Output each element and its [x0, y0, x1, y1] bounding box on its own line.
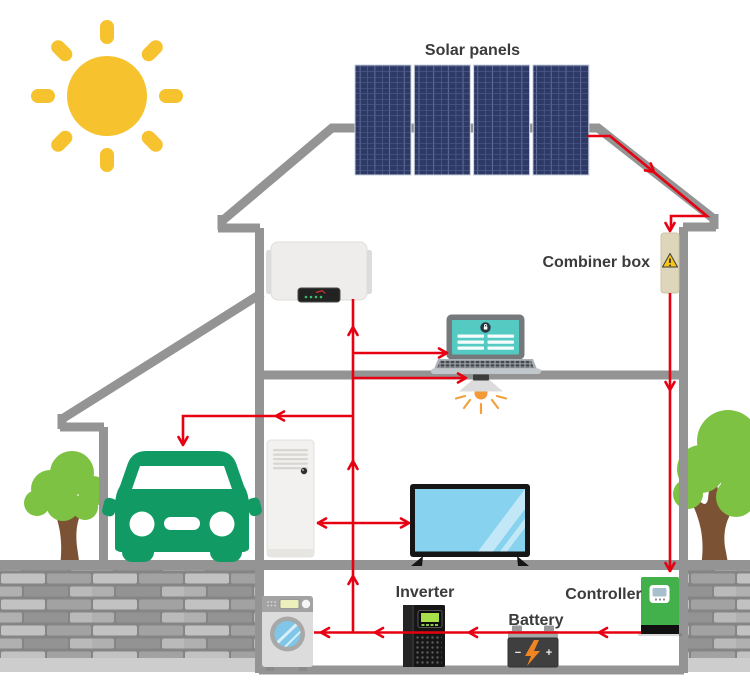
sun-icon: [31, 20, 183, 172]
battery-label: Battery: [508, 612, 564, 629]
controller-label: Controller: [565, 586, 642, 603]
solar-panels-label: Solar panels: [424, 42, 521, 59]
solar-panel-array-icon: [354, 64, 590, 176]
brick-wall-right: [686, 570, 750, 672]
laptop-icon: [431, 314, 541, 374]
electric-car-icon: [102, 451, 262, 562]
controller-icon: [638, 577, 682, 636]
lightning-bolt-icon: [525, 640, 540, 666]
ceiling-lamp-icon: [454, 374, 508, 415]
tree-icon-left: [24, 451, 108, 567]
combiner-box-label: Combiner box: [542, 254, 650, 271]
wall-inverter-icon: [266, 241, 372, 303]
air-conditioner-icon: [266, 439, 315, 558]
wire-to-car: [181, 414, 353, 442]
warning-triangle-icon: [662, 253, 678, 268]
battery-plus-symbol: +: [546, 647, 552, 659]
washing-machine-icon: [262, 596, 313, 671]
power-flow-arrows: [177, 162, 676, 639]
power-wiring: [177, 134, 711, 639]
inverter-icon: [403, 605, 445, 667]
tv-icon: [410, 484, 530, 566]
combiner-box-icon: [660, 232, 680, 294]
battery-minus-symbol: −: [515, 647, 521, 659]
wire-panels-to-combiner: [588, 134, 711, 229]
brick-wall-left: [0, 570, 257, 672]
inverter-label: Inverter: [395, 584, 455, 601]
